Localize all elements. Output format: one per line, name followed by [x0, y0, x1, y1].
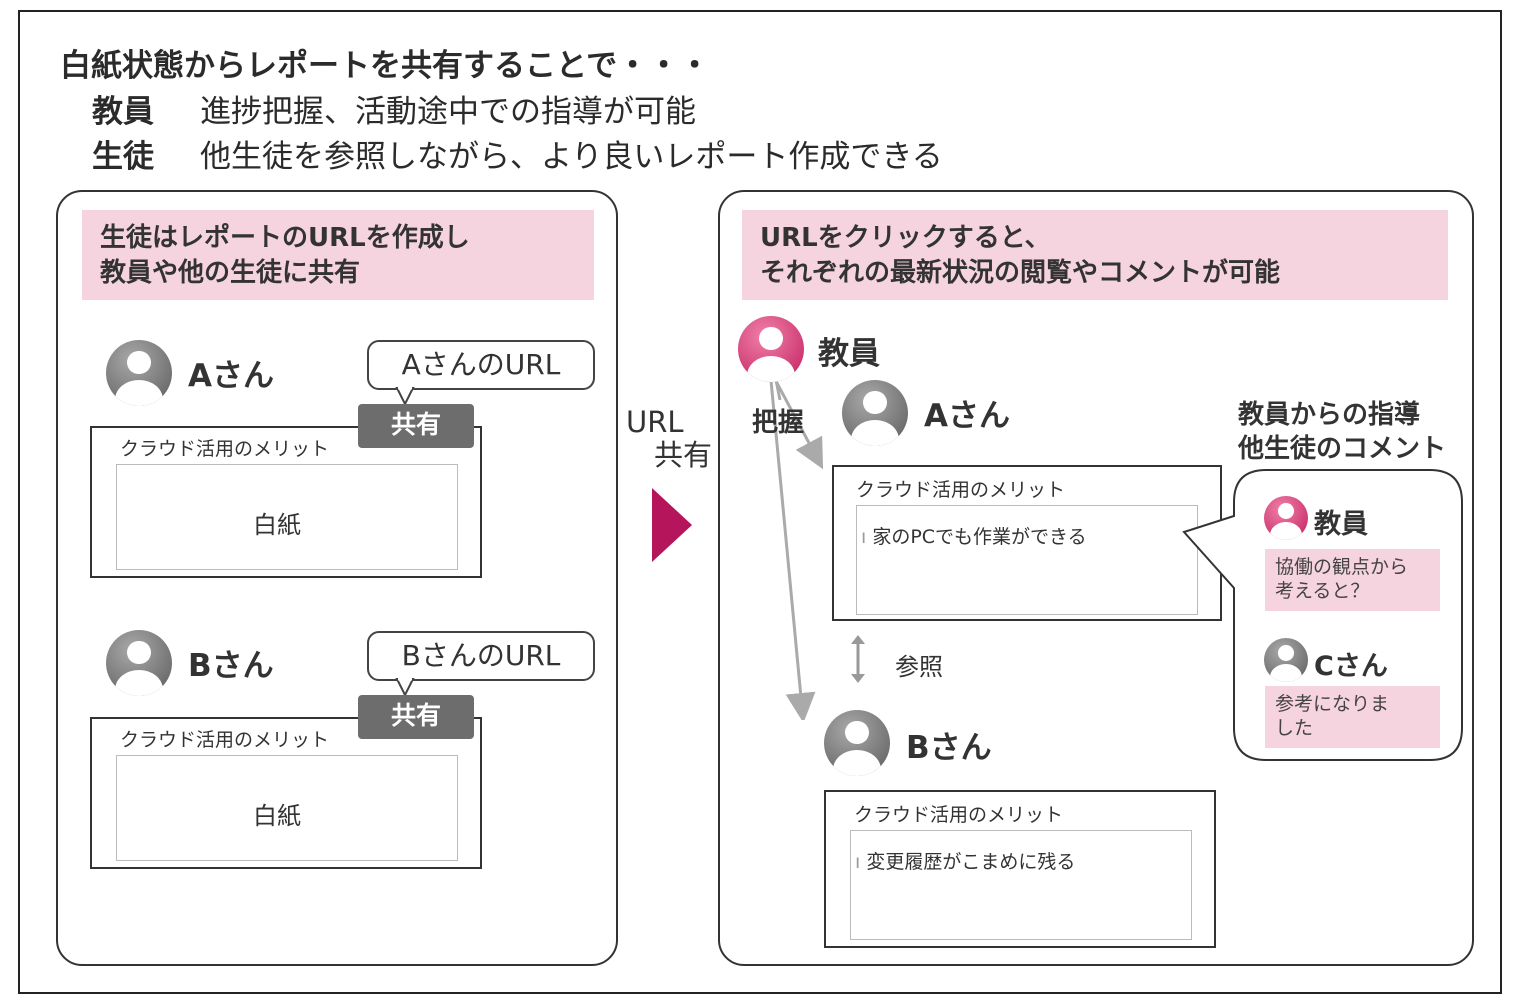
right-banner-line2: それぞれの最新状況の閲覧やコメントが可能	[760, 258, 1281, 288]
refer-label: 参照	[895, 653, 943, 681]
right-banner: URLをクリックすると、 それぞれの最新状況の閲覧やコメントが可能	[742, 210, 1448, 300]
teacher-comment-avatar	[1264, 496, 1308, 540]
doc-title: クラウド活用のメリット	[120, 729, 330, 751]
left-banner: 生徒はレポートのURLを作成し 教員や他の生徒に共有	[82, 210, 594, 300]
callout-tail	[395, 386, 415, 406]
student-a-name: Aさん	[188, 358, 274, 394]
page-title: 白紙状態からレポートを共有することで・・・	[60, 48, 711, 84]
student-b-share-button[interactable]: 共有	[358, 695, 474, 739]
right-panel	[718, 190, 1474, 966]
doc-body: ı 家のPCでも作業ができる	[856, 505, 1198, 615]
doc-text: 変更履歴がこまめに残る	[866, 851, 1076, 873]
student-c-avatar	[1264, 638, 1308, 682]
student-benefit-text: 他生徒を参照しながら、より良いレポート作成できる	[200, 139, 943, 175]
student-b-document[interactable]: クラウド活用のメリット 白紙	[90, 717, 482, 869]
callout-tail	[395, 677, 415, 697]
doc-title: クラウド活用のメリット	[854, 804, 1064, 826]
student-a-name: Aさん	[924, 398, 1010, 434]
doc-blank-text: 白紙	[253, 511, 301, 539]
teacher-avatar	[738, 316, 804, 382]
student-a-url-callout: AさんのURL	[367, 340, 595, 390]
doc-body: ı 変更履歴がこまめに残る	[850, 830, 1192, 940]
student-a-document[interactable]: クラウド活用のメリット 白紙	[90, 426, 482, 578]
teacher-role-label: 教員	[92, 94, 154, 130]
student-b-name: Bさん	[906, 730, 992, 766]
student-b-live-document[interactable]: クラウド活用のメリット ı 変更履歴がこまめに残る	[824, 790, 1216, 948]
feedback-heading: 教員からの指導 他生徒のコメント	[1238, 398, 1446, 466]
student-benefit-row: 生徒 他生徒を参照しながら、より良いレポート作成できる	[92, 131, 943, 176]
feedback-heading-line1: 教員からの指導	[1238, 400, 1421, 430]
teacher-comment[interactable]: 協働の観点から 考えると？	[1265, 549, 1440, 611]
doc-text-line: ı 家のPCでも作業ができる	[861, 526, 1087, 548]
outer-frame	[18, 10, 1502, 994]
comment-line1: 協働の観点から	[1275, 556, 1409, 578]
grasp-label: 把握	[752, 408, 805, 438]
url-share-label: URL 共有	[622, 406, 712, 472]
student-a-avatar	[106, 340, 172, 406]
student-b-name: Bさん	[188, 648, 274, 684]
doc-body: 白紙	[116, 464, 458, 570]
comment-line2: 考えると？	[1275, 580, 1370, 602]
student-b-avatar	[824, 710, 890, 776]
teacher-benefit-text: 進捗把握、活動途中での指導が可能	[200, 94, 696, 130]
teacher-benefit-row: 教員 進捗把握、活動途中での指導が可能	[92, 86, 696, 131]
doc-text-line: ı 変更履歴がこまめに残る	[855, 851, 1076, 873]
doc-body: 白紙	[116, 755, 458, 861]
student-a-live-document[interactable]: クラウド活用のメリット ı 家のPCでも作業ができる	[832, 465, 1222, 621]
doc-text: 家のPCでも作業ができる	[872, 526, 1087, 548]
right-arrow-icon	[652, 488, 692, 562]
doc-title: クラウド活用のメリット	[120, 438, 330, 460]
right-banner-line1: URLをクリックすると、	[760, 223, 1051, 253]
feedback-heading-line2: 他生徒のコメント	[1238, 434, 1447, 464]
refer-arrow-icon	[851, 635, 865, 683]
student-c-comment-author: Cさん	[1314, 651, 1388, 682]
student-b-url-callout: BさんのURL	[367, 631, 595, 681]
student-a-share-button[interactable]: 共有	[358, 404, 474, 448]
comment-line2: した	[1275, 717, 1314, 739]
url-label: URL	[626, 405, 684, 439]
teacher-name: 教員	[818, 336, 880, 372]
left-banner-line1: 生徒はレポートのURLを作成し	[100, 223, 470, 253]
student-a-avatar	[842, 380, 908, 446]
share-label: 共有	[653, 438, 712, 472]
student-b-avatar	[106, 630, 172, 696]
left-panel	[56, 190, 618, 966]
doc-title: クラウド活用のメリット	[856, 479, 1066, 501]
student-c-comment[interactable]: 参考になりま した	[1265, 686, 1440, 748]
doc-blank-text: 白紙	[253, 802, 301, 830]
left-banner-line2: 教員や他の生徒に共有	[100, 258, 361, 288]
student-role-label: 生徒	[92, 139, 154, 175]
teacher-comment-author: 教員	[1314, 509, 1368, 540]
comment-line1: 参考になりま	[1275, 693, 1390, 715]
